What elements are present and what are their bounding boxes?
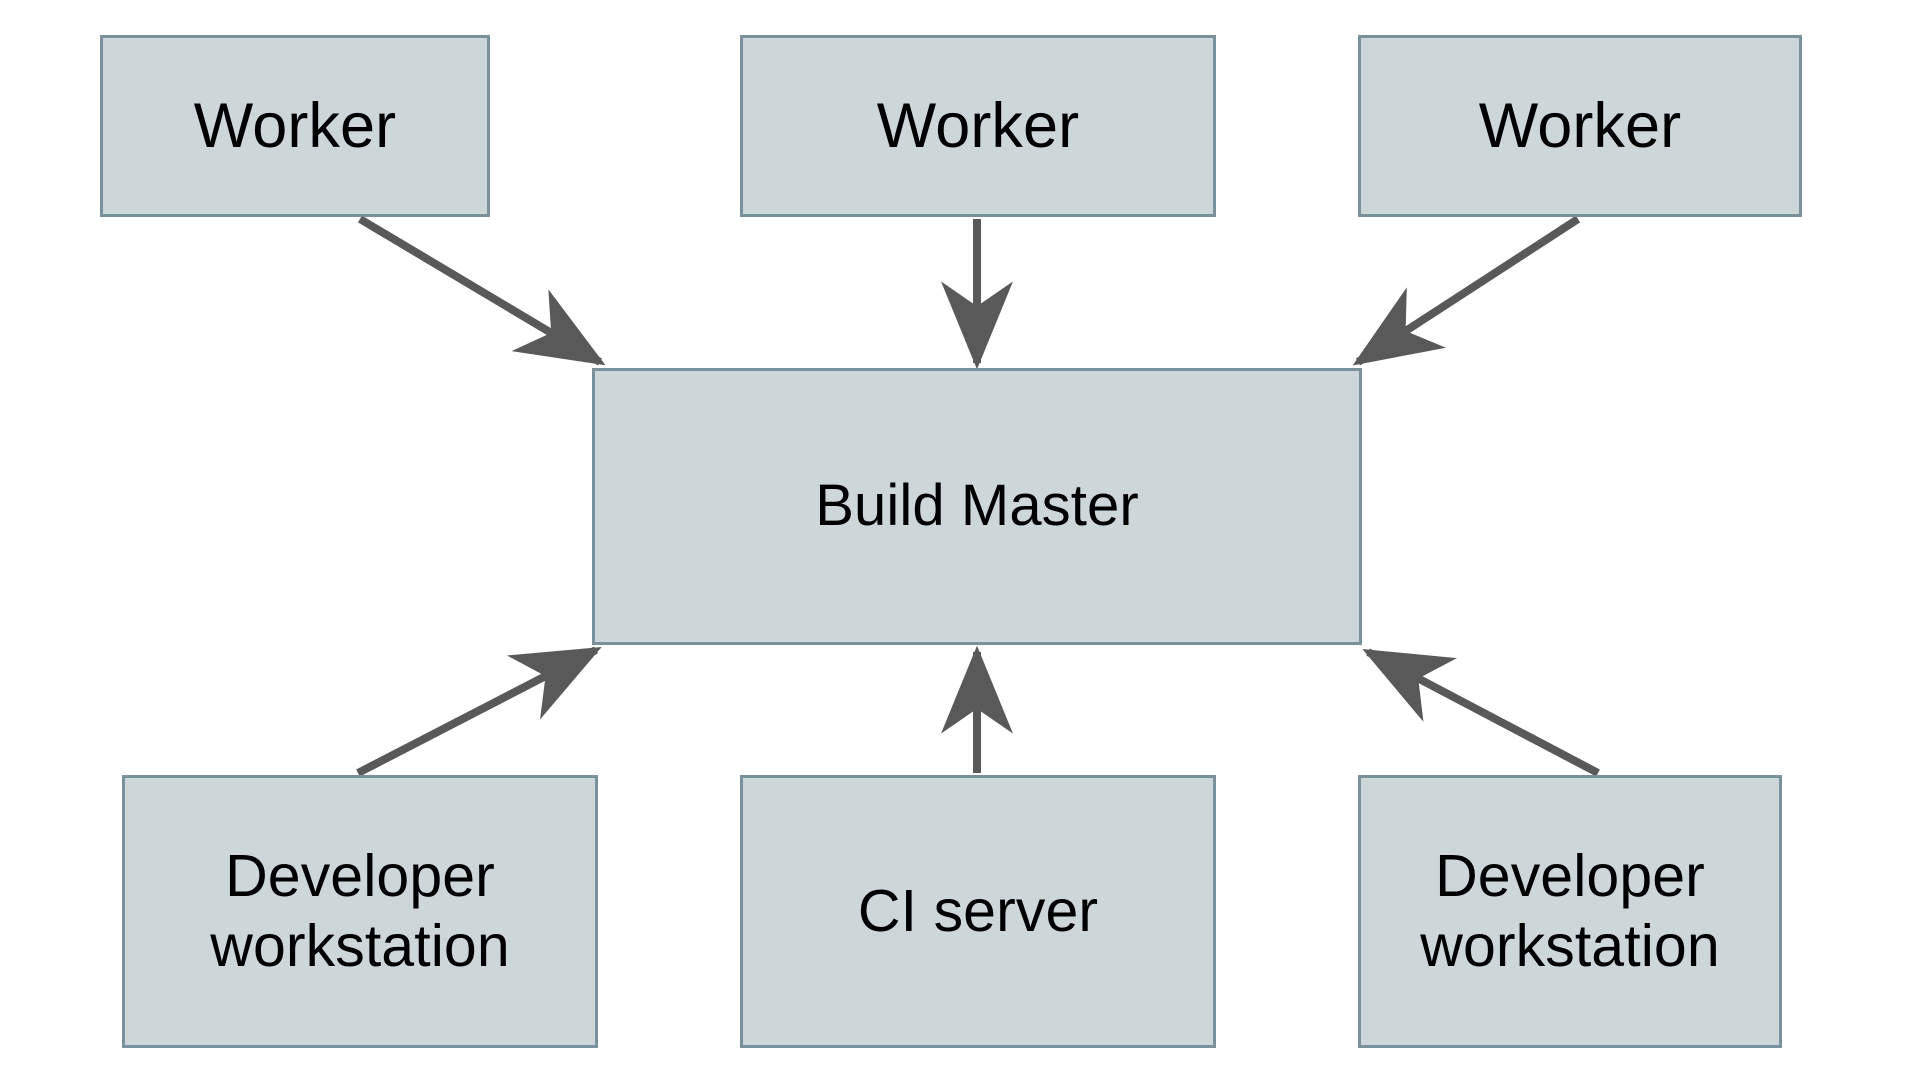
node-developer-workstation-left-label: Developer workstation — [210, 842, 510, 979]
edge-dev-right-to-master — [1362, 648, 1600, 777]
edge-worker-left-to-master — [357, 215, 606, 366]
node-worker-left-label: Worker — [193, 90, 397, 161]
node-worker-center-label: Worker — [876, 90, 1080, 161]
node-developer-workstation-right[interactable]: Developer workstation — [1358, 775, 1782, 1048]
node-ci-server[interactable]: CI server — [740, 775, 1216, 1048]
node-worker-right-label: Worker — [1478, 90, 1682, 161]
edge-dev-left-to-master — [356, 646, 602, 777]
node-worker-right[interactable]: Worker — [1358, 35, 1802, 217]
node-build-master-label: Build Master — [815, 473, 1139, 539]
node-developer-workstation-left[interactable]: Developer workstation — [122, 775, 598, 1048]
node-worker-center[interactable]: Worker — [740, 35, 1216, 217]
node-developer-workstation-right-label: Developer workstation — [1420, 842, 1720, 979]
node-build-master[interactable]: Build Master — [592, 368, 1362, 645]
edge-worker-right-to-master — [1352, 215, 1581, 366]
node-ci-server-label: CI server — [857, 877, 1099, 944]
node-worker-left[interactable]: Worker — [100, 35, 490, 217]
